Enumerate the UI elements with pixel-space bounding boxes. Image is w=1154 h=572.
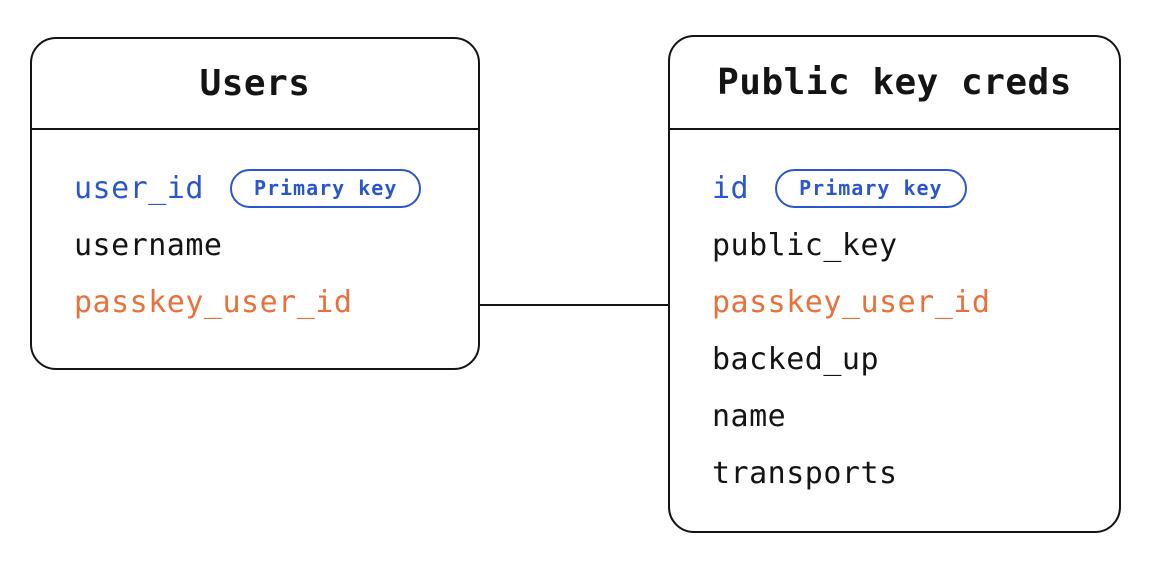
primary-key-badge: Primary key [775, 169, 967, 208]
table-public-key-creds-header: Public key creds [670, 37, 1119, 130]
field-name: passkey_user_id [74, 285, 353, 320]
relationship-line [480, 304, 668, 306]
field-row: user_id Primary key [74, 160, 462, 217]
table-users-fields: user_id Primary key username passkey_use… [32, 130, 478, 331]
field-name: public_key [712, 228, 898, 263]
table-users: Users user_id Primary key username passk… [30, 37, 480, 370]
field-row: transports [712, 445, 1103, 502]
field-row: name [712, 388, 1103, 445]
field-name: transports [712, 456, 898, 491]
table-public-key-creds: Public key creds id Primary key public_k… [668, 35, 1121, 533]
table-public-key-creds-fields: id Primary key public_key passkey_user_i… [670, 130, 1119, 502]
table-title: Public key creds [717, 62, 1072, 103]
field-row: public_key [712, 217, 1103, 274]
field-name: user_id [74, 171, 204, 206]
field-name: name [712, 399, 787, 434]
field-name: backed_up [712, 342, 880, 377]
table-users-header: Users [32, 39, 478, 130]
field-row: id Primary key [712, 160, 1103, 217]
field-row: username [74, 217, 462, 274]
field-name: username [74, 228, 223, 263]
table-title: Users [199, 63, 311, 104]
field-name: passkey_user_id [712, 285, 991, 320]
field-row: passkey_user_id [712, 274, 1103, 331]
primary-key-badge: Primary key [229, 169, 422, 208]
field-row: backed_up [712, 331, 1103, 388]
field-name: id [712, 171, 750, 206]
field-row: passkey_user_id [74, 274, 462, 331]
